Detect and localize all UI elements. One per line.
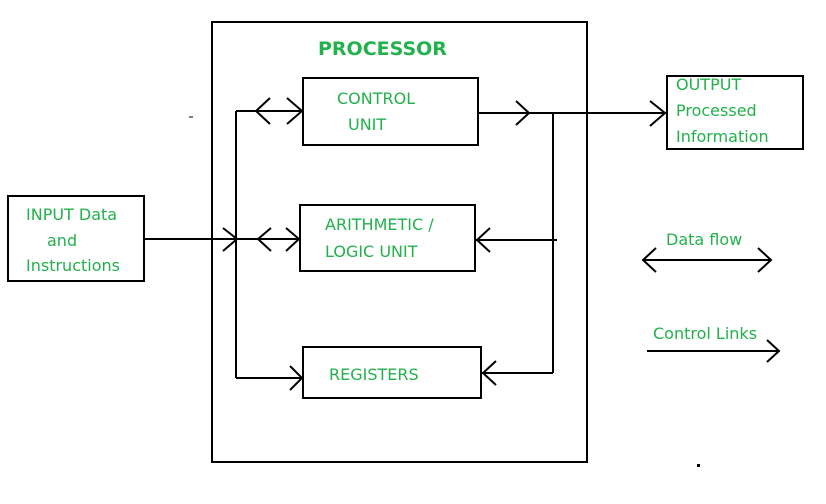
input-junction-arrowhead <box>222 227 239 252</box>
legend-control-links-label: Control Links <box>653 324 758 343</box>
registers-label: REGISTERS <box>329 365 419 384</box>
processor-title: PROCESSOR <box>318 38 447 60</box>
alu-label-line2: LOGIC UNIT <box>325 242 418 261</box>
output-label-line3: Information <box>676 127 769 146</box>
output-label-line2: Processed <box>676 101 757 120</box>
control-unit-back-arrowhead <box>254 97 271 125</box>
control-unit-label-line2: UNIT <box>348 115 387 134</box>
control-unit-in-arrowhead <box>286 97 304 125</box>
registers-right-in-arrowhead <box>481 360 497 386</box>
stray-dot <box>697 464 700 467</box>
alu-label-line1: ARITHMETIC / <box>325 215 434 234</box>
control-out-arrowhead <box>515 100 531 126</box>
input-label-line3: Instructions <box>26 256 120 275</box>
legend-control-link-arrowhead <box>766 339 781 363</box>
legend-data-flow-label: Data flow <box>666 230 743 249</box>
processor-box <box>211 21 588 463</box>
output-label-line1: OUTPUT <box>676 75 742 94</box>
legend-data-flow-right-arrowhead <box>757 247 773 273</box>
input-label-line1: INPUT Data <box>26 205 118 224</box>
alu-right-in-arrowhead <box>475 227 491 253</box>
control-unit-label-line1: CONTROL <box>337 89 416 108</box>
output-in-arrowhead <box>649 100 667 127</box>
alu-in-arrowhead <box>285 227 301 252</box>
legend-data-flow-left-arrowhead <box>641 247 657 273</box>
registers-in-arrowhead <box>289 365 304 391</box>
input-label-line2: and <box>47 231 78 250</box>
alu-back-arrowhead <box>256 227 272 252</box>
